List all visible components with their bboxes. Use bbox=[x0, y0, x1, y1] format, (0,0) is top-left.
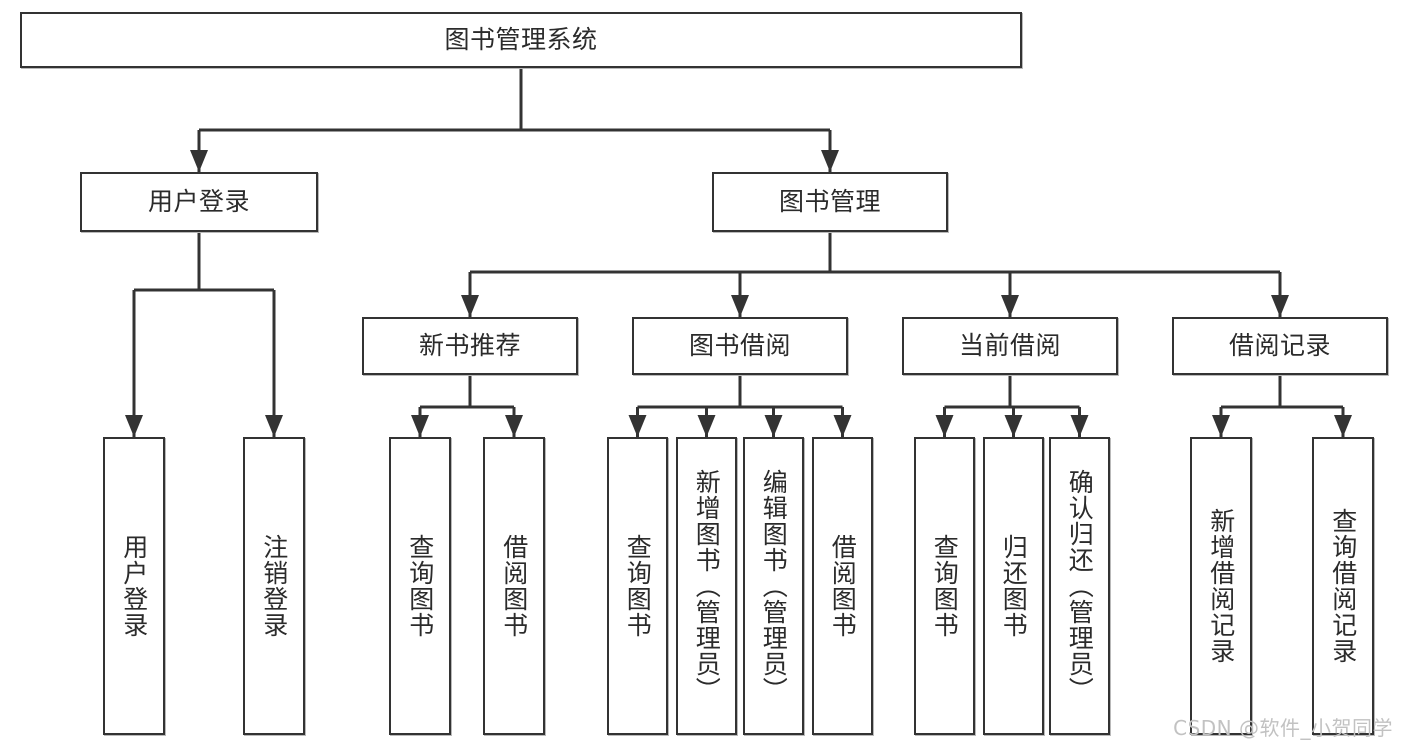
node-label-leaf-add-book: 新增图书（管理员） bbox=[692, 469, 722, 703]
node-book-manage[interactable]: 图书管理 bbox=[712, 172, 948, 232]
node-label-book-manage: 图书管理 bbox=[778, 187, 881, 217]
node-borrow-record[interactable]: 借阅记录 bbox=[1172, 317, 1388, 375]
arrowhead-current-borrow bbox=[1001, 295, 1019, 317]
arrowhead-leaf-borrow-2 bbox=[833, 415, 852, 437]
node-leaf-add-book[interactable]: 新增图书（管理员） bbox=[676, 437, 737, 735]
arrowhead-user-login bbox=[190, 150, 208, 172]
node-label-leaf-logout: 注销登录 bbox=[259, 534, 289, 638]
node-label-leaf-query-3: 查询图书 bbox=[930, 534, 960, 638]
node-label-leaf-confirm: 确认归还（管理员） bbox=[1065, 469, 1095, 703]
arrowhead-book-borrow bbox=[731, 295, 749, 317]
node-label-leaf-query-1: 查询图书 bbox=[405, 534, 435, 638]
arrowhead-new-book-rec bbox=[461, 295, 479, 317]
node-label-leaf-return: 归还图书 bbox=[999, 534, 1029, 638]
node-user-login[interactable]: 用户登录 bbox=[80, 172, 318, 232]
arrowhead-leaf-borrow-1 bbox=[505, 415, 523, 437]
arrowhead-leaf-user-login bbox=[125, 415, 143, 437]
node-label-book-borrow: 图书借阅 bbox=[688, 331, 791, 361]
node-leaf-return[interactable]: 归还图书 bbox=[983, 437, 1044, 735]
arrowhead-leaf-add-rec bbox=[1212, 415, 1230, 437]
node-leaf-query-3[interactable]: 查询图书 bbox=[914, 437, 975, 735]
node-leaf-logout[interactable]: 注销登录 bbox=[243, 437, 305, 735]
node-leaf-query-2[interactable]: 查询图书 bbox=[607, 437, 668, 735]
node-leaf-edit-book[interactable]: 编辑图书（管理员） bbox=[743, 437, 804, 735]
arrowhead-leaf-return bbox=[1004, 415, 1023, 437]
node-label-current-borrow: 当前借阅 bbox=[958, 331, 1061, 361]
node-label-root: 图书管理系统 bbox=[444, 25, 598, 55]
node-label-user-login: 用户登录 bbox=[147, 187, 250, 217]
node-label-leaf-user-login: 用户登录 bbox=[119, 534, 149, 638]
arrowhead-leaf-confirm bbox=[1070, 415, 1089, 437]
node-leaf-borrow-2[interactable]: 借阅图书 bbox=[812, 437, 873, 735]
node-label-leaf-add-rec: 新增借阅记录 bbox=[1206, 508, 1236, 664]
node-label-new-book-rec: 新书推荐 bbox=[418, 331, 521, 361]
arrowhead-book-manage bbox=[821, 150, 839, 172]
arrowhead-leaf-query-rec bbox=[1334, 415, 1352, 437]
arrowhead-leaf-edit-book bbox=[764, 415, 783, 437]
node-label-leaf-borrow-1: 借阅图书 bbox=[499, 534, 529, 638]
node-root[interactable]: 图书管理系统 bbox=[20, 12, 1022, 68]
arrowhead-leaf-query-1 bbox=[411, 415, 429, 437]
node-label-leaf-query-rec: 查询借阅记录 bbox=[1328, 508, 1358, 664]
arrowhead-leaf-query-3 bbox=[935, 415, 954, 437]
arrowhead-leaf-query-2 bbox=[628, 415, 647, 437]
node-book-borrow[interactable]: 图书借阅 bbox=[632, 317, 848, 375]
node-label-borrow-record: 借阅记录 bbox=[1228, 331, 1331, 361]
arrowhead-borrow-record bbox=[1271, 295, 1289, 317]
node-leaf-query-1[interactable]: 查询图书 bbox=[389, 437, 451, 735]
node-new-book-rec[interactable]: 新书推荐 bbox=[362, 317, 578, 375]
node-leaf-add-rec[interactable]: 新增借阅记录 bbox=[1190, 437, 1252, 735]
node-leaf-borrow-1[interactable]: 借阅图书 bbox=[483, 437, 545, 735]
node-label-leaf-borrow-2: 借阅图书 bbox=[828, 534, 858, 638]
node-label-leaf-query-2: 查询图书 bbox=[623, 534, 653, 638]
node-current-borrow[interactable]: 当前借阅 bbox=[902, 317, 1118, 375]
arrowhead-leaf-logout bbox=[265, 415, 283, 437]
arrowhead-leaf-add-book bbox=[697, 415, 716, 437]
node-label-leaf-edit-book: 编辑图书（管理员） bbox=[759, 469, 789, 703]
node-leaf-confirm[interactable]: 确认归还（管理员） bbox=[1049, 437, 1110, 735]
node-leaf-query-rec[interactable]: 查询借阅记录 bbox=[1312, 437, 1374, 735]
node-leaf-user-login[interactable]: 用户登录 bbox=[103, 437, 165, 735]
